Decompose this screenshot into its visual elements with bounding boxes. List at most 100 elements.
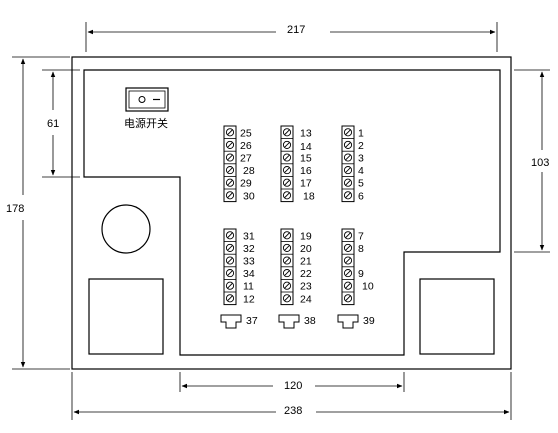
terminal-screw-icon[interactable] — [225, 231, 235, 240]
terminal-screw-icon[interactable] — [282, 269, 292, 278]
terminal-slot — [284, 257, 290, 264]
terminal-label: 29 — [240, 178, 252, 190]
terminal-screw-icon[interactable] — [225, 166, 235, 175]
terminal-label: 18 — [303, 190, 315, 202]
terminal-screw-icon[interactable] — [225, 178, 235, 187]
terminal-slot — [284, 142, 290, 148]
terminal-label: 16 — [300, 165, 312, 177]
terminal-slot — [345, 283, 351, 289]
connector-label: 37 — [246, 315, 258, 327]
terminal-screw-icon[interactable] — [225, 128, 235, 137]
terminal-screw-icon[interactable] — [343, 153, 353, 162]
connector-label: 38 — [304, 315, 316, 327]
terminal-slot — [284, 180, 290, 186]
terminal-screw-icon[interactable] — [282, 231, 292, 240]
terminal-slot — [227, 154, 233, 161]
terminal-label: 31 — [243, 230, 255, 242]
terminal-screw-icon[interactable] — [282, 243, 292, 252]
terminal-slot — [227, 142, 233, 148]
terminal-screw-icon[interactable] — [282, 281, 292, 290]
terminal-slot — [227, 180, 233, 186]
terminal-screw-icon[interactable] — [225, 140, 235, 149]
terminal-slot — [345, 245, 351, 251]
terminal-screw-icon[interactable] — [225, 256, 235, 265]
terminal-screw-icon[interactable] — [343, 128, 353, 137]
terminal-screw-icon[interactable] — [282, 294, 292, 303]
terminal-slot — [345, 257, 351, 264]
terminal-label: 6 — [358, 190, 364, 202]
terminal-label: 7 — [358, 230, 364, 242]
dim-width-total-label: 238 — [284, 405, 302, 417]
outer-enclosure — [71, 56, 512, 370]
terminal-label: 19 — [300, 230, 312, 242]
terminal-slot — [227, 192, 233, 198]
dim-height-total: 178 — [6, 56, 70, 370]
terminal-screw-icon[interactable] — [343, 256, 353, 265]
terminal-slot — [284, 283, 290, 289]
terminal-screw-icon[interactable] — [343, 140, 353, 149]
terminal-screw-icon[interactable] — [225, 269, 235, 278]
terminal-screw-icon[interactable] — [225, 294, 235, 303]
terminal-label: 9 — [358, 268, 364, 280]
terminal-screw-icon[interactable] — [343, 243, 353, 252]
terminal-label: 34 — [243, 268, 255, 280]
dim-width-top: 217 — [85, 22, 498, 52]
terminal-screw-icon[interactable] — [225, 281, 235, 290]
terminal-screw-icon[interactable] — [225, 153, 235, 162]
terminal-slot — [227, 232, 233, 238]
right-square-cutout — [419, 278, 495, 355]
dim-width-inner: 120 — [179, 372, 405, 392]
terminal-screw-icon[interactable] — [282, 128, 292, 137]
dim-height-right-panel-label: 103 — [531, 157, 549, 169]
terminal-screw-icon[interactable] — [343, 269, 353, 278]
terminal-screw-icon[interactable] — [282, 153, 292, 162]
terminal-label: 14 — [300, 141, 312, 153]
terminal-screw-icon[interactable] — [225, 191, 235, 200]
terminal-label: 22 — [300, 268, 312, 280]
terminal-slot — [227, 167, 233, 173]
terminal-screw-icon[interactable] — [343, 231, 353, 240]
terminal-screw-icon[interactable] — [282, 256, 292, 265]
left-square-cutout — [88, 278, 164, 355]
terminal-slot — [345, 180, 351, 186]
terminal-label: 8 — [358, 243, 364, 255]
terminal-label: 3 — [358, 153, 364, 165]
connector-icon — [278, 314, 300, 329]
connector-icon — [220, 314, 242, 329]
terminal-screw-icon[interactable] — [282, 191, 292, 200]
power-switch[interactable] — [125, 87, 169, 112]
terminal-label: 2 — [358, 140, 364, 152]
connector[interactable]: 37 — [220, 314, 258, 329]
connector[interactable]: 38 — [278, 314, 316, 329]
terminal-slot — [284, 232, 290, 238]
connector-label: 39 — [363, 315, 375, 327]
dim-height-switch-panel: 61 — [42, 69, 80, 178]
terminal-label: 28 — [243, 165, 255, 177]
terminal-screw-icon[interactable] — [225, 243, 235, 252]
terminal-label: 13 — [300, 127, 312, 139]
terminal-screw-icon[interactable] — [343, 294, 353, 303]
terminal-label: 11 — [243, 281, 254, 293]
switch-off-icon — [138, 96, 146, 103]
terminal-screw-icon[interactable] — [282, 140, 292, 149]
terminal-screw-icon[interactable] — [343, 178, 353, 187]
round-cutout — [101, 204, 151, 254]
connectors: 37 38 39 — [220, 314, 375, 329]
terminal-screw-icon[interactable] — [282, 178, 292, 187]
terminal-slot — [227, 283, 233, 289]
inner-plate-outline — [83, 69, 501, 356]
terminal-screw-icon[interactable] — [282, 166, 292, 175]
terminal-screw-icon[interactable] — [343, 191, 353, 200]
dim-width-top-label: 217 — [287, 24, 305, 36]
terminal-slot — [227, 295, 233, 301]
terminal-screw-icon[interactable] — [343, 166, 353, 175]
terminal-label: 30 — [243, 190, 255, 202]
terminal-label: 17 — [300, 178, 312, 190]
connector[interactable]: 39 — [337, 314, 375, 329]
terminal-screw-icon[interactable] — [343, 281, 353, 290]
